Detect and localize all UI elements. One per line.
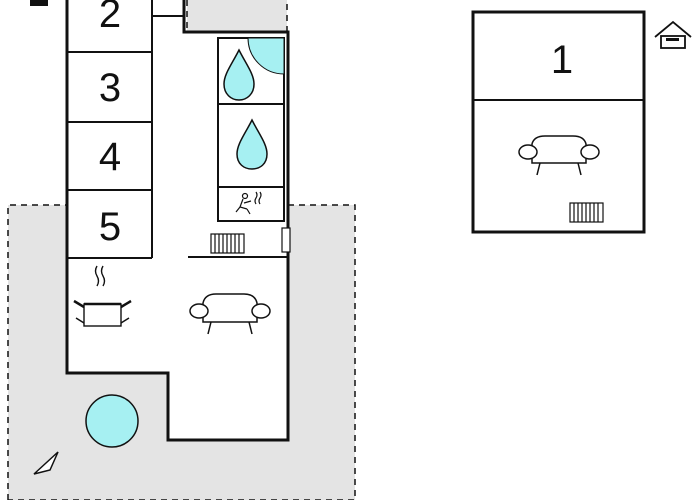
house-icon	[654, 20, 692, 49]
door-icon	[281, 227, 291, 253]
radiator-icon	[569, 202, 604, 223]
radiator-icon	[210, 233, 245, 254]
main-house-outline	[65, 0, 290, 442]
north-arrow-icon	[33, 451, 59, 475]
water-drop-icon	[236, 118, 268, 170]
sofa-icon	[189, 293, 271, 335]
room-number-3: 3	[99, 66, 121, 110]
room-number-5: 5	[99, 205, 121, 249]
bedroom-column	[67, 0, 184, 259]
kitchen-pot-icon	[73, 265, 132, 327]
water-drop-icon	[223, 48, 255, 101]
corner-marker	[30, 0, 48, 6]
room-number-4: 4	[99, 135, 121, 179]
pool-icon	[85, 394, 139, 448]
annex-building	[471, 10, 646, 234]
shower-icon	[247, 37, 285, 75]
room-number-2: 2	[99, 0, 121, 36]
sauna-icon	[235, 191, 262, 215]
terrace-top	[186, 0, 288, 33]
room-number-1: 1	[551, 38, 573, 82]
sofa-icon	[518, 135, 600, 176]
